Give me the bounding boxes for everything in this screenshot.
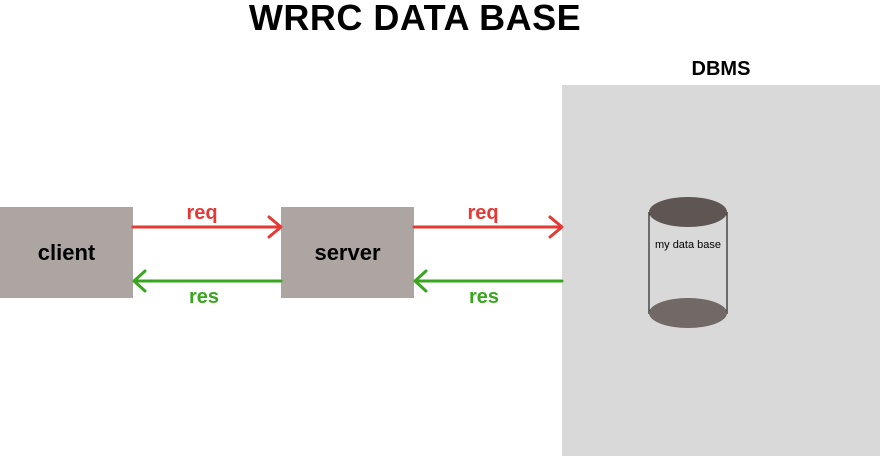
- arrow-client-to-server-req: [131, 215, 283, 239]
- res-label-server-client: res: [188, 286, 220, 308]
- req-label-server-dbms: req: [467, 202, 499, 224]
- client-label: client: [37, 239, 96, 265]
- arrow-server-to-client-res: [132, 269, 283, 293]
- diagram-title: WRRC DATA BASE: [248, 0, 582, 38]
- req-label-client-server: req: [186, 202, 218, 224]
- arrow-dbms-to-server-res: [413, 269, 564, 293]
- arrow-server-to-dbms-req: [412, 215, 564, 239]
- database-cylinder-icon: [648, 197, 728, 328]
- dbms-label: DBMS: [691, 58, 751, 80]
- res-label-dbms-server: res: [468, 286, 500, 308]
- client-node: client: [0, 207, 133, 298]
- server-node: server: [281, 207, 414, 298]
- database-label: my data base: [654, 239, 722, 251]
- server-label: server: [314, 239, 381, 265]
